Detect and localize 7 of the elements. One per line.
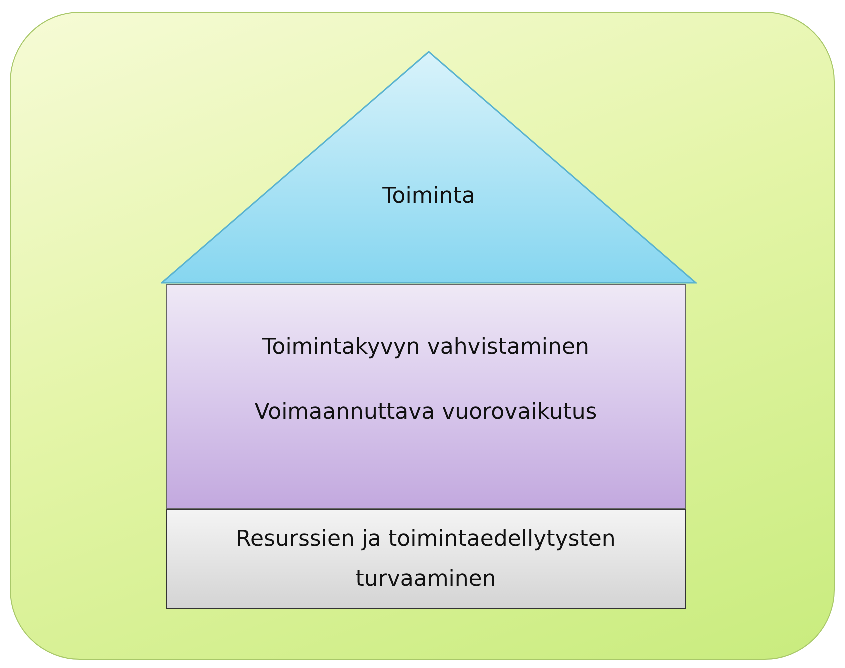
- wall-box: [166, 284, 686, 509]
- label-text: Resurssien ja toimintaedellytysten turvaaminen: [235, 526, 617, 594]
- label-text: Toimintakyvyn vahvistaminen: [262, 334, 590, 362]
- foundation-box: [166, 509, 686, 609]
- background-panel: [10, 12, 835, 660]
- label-text: Voimaannuttava vuorovaikutus: [254, 399, 598, 427]
- label-text: Toiminta: [382, 183, 476, 211]
